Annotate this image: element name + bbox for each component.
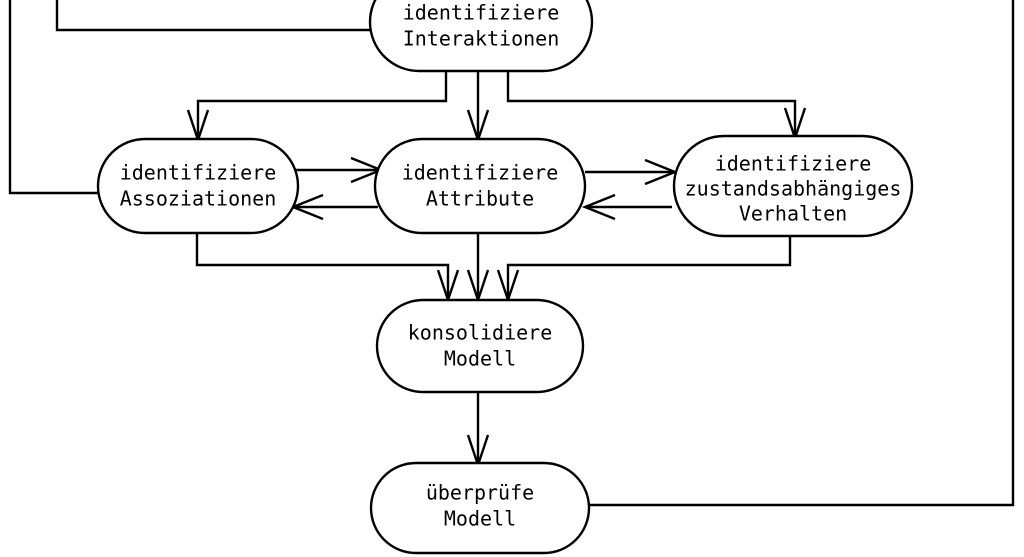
- node-label-konsolidiere-line-1: konsolidiere: [408, 321, 553, 345]
- node-label-ueberpruefe-line-2: Modell: [444, 507, 516, 531]
- edge-assoziationen-loop-left: [8, 0, 100, 195]
- node-shape-konsolidiere: [375, 298, 585, 394]
- node-label-attribute-line-1: identifiziere: [402, 161, 559, 185]
- node-label-ueberpruefe-line-1: überprüfe: [426, 481, 534, 505]
- node-shape-attribute: [373, 137, 587, 235]
- node-shape-zustandsverhalten: [672, 134, 914, 238]
- node-label-interaktionen-line-1: identifiziere: [403, 1, 560, 25]
- node-label-assoziationen-line-2: Assoziationen: [120, 187, 277, 211]
- arrowhead-zustandsverhalten-to-attribute: [581, 193, 616, 221]
- edge-interaktionen-loop-left: [55, 0, 372, 32]
- node-label-interaktionen-line-2: Interaktionen: [403, 27, 560, 51]
- node-konsolidiere-modell[interactable]: konsolidiere Modell: [375, 298, 585, 394]
- node-label-zustandsverhalten-line-1: identifiziere: [715, 152, 872, 176]
- node-label-attribute-line-2: Attribute: [426, 187, 534, 211]
- node-identifiziere-attribute[interactable]: identifiziere Attribute: [373, 137, 587, 235]
- edge-interaktionen-to-assoziationen: [196, 71, 448, 137]
- edge-zustandsverhalten-to-konsolidiere: [506, 236, 792, 297]
- edge-interaktionen-to-zustandsverhalten: [506, 71, 797, 135]
- node-shape-ueberpruefe: [369, 461, 591, 555]
- node-label-zustandsverhalten-line-3: Verhalten: [739, 202, 847, 226]
- node-label-zustandsverhalten-line-2: zustandsabhängiges: [685, 177, 902, 201]
- node-label-assoziationen-line-1: identifiziere: [120, 161, 277, 185]
- node-shape-interaktionen: [368, 0, 594, 73]
- edge-ueberpruefe-loop-right: [589, 0, 1015, 507]
- node-identifiziere-assoziationen[interactable]: identifiziere Assoziationen: [96, 137, 300, 235]
- node-identifiziere-interaktionen[interactable]: identifiziere Interaktionen: [368, 0, 594, 73]
- edge-assoziationen-to-konsolidiere: [195, 233, 450, 297]
- node-shape-assoziationen: [96, 137, 300, 235]
- node-label-konsolidiere-line-2: Modell: [444, 347, 516, 371]
- node-identifiziere-zustandsabhaengiges-verhalten[interactable]: identifiziere zustandsabhängiges Verhalt…: [672, 134, 914, 238]
- node-ueberpruefe-modell[interactable]: überprüfe Modell: [369, 461, 591, 555]
